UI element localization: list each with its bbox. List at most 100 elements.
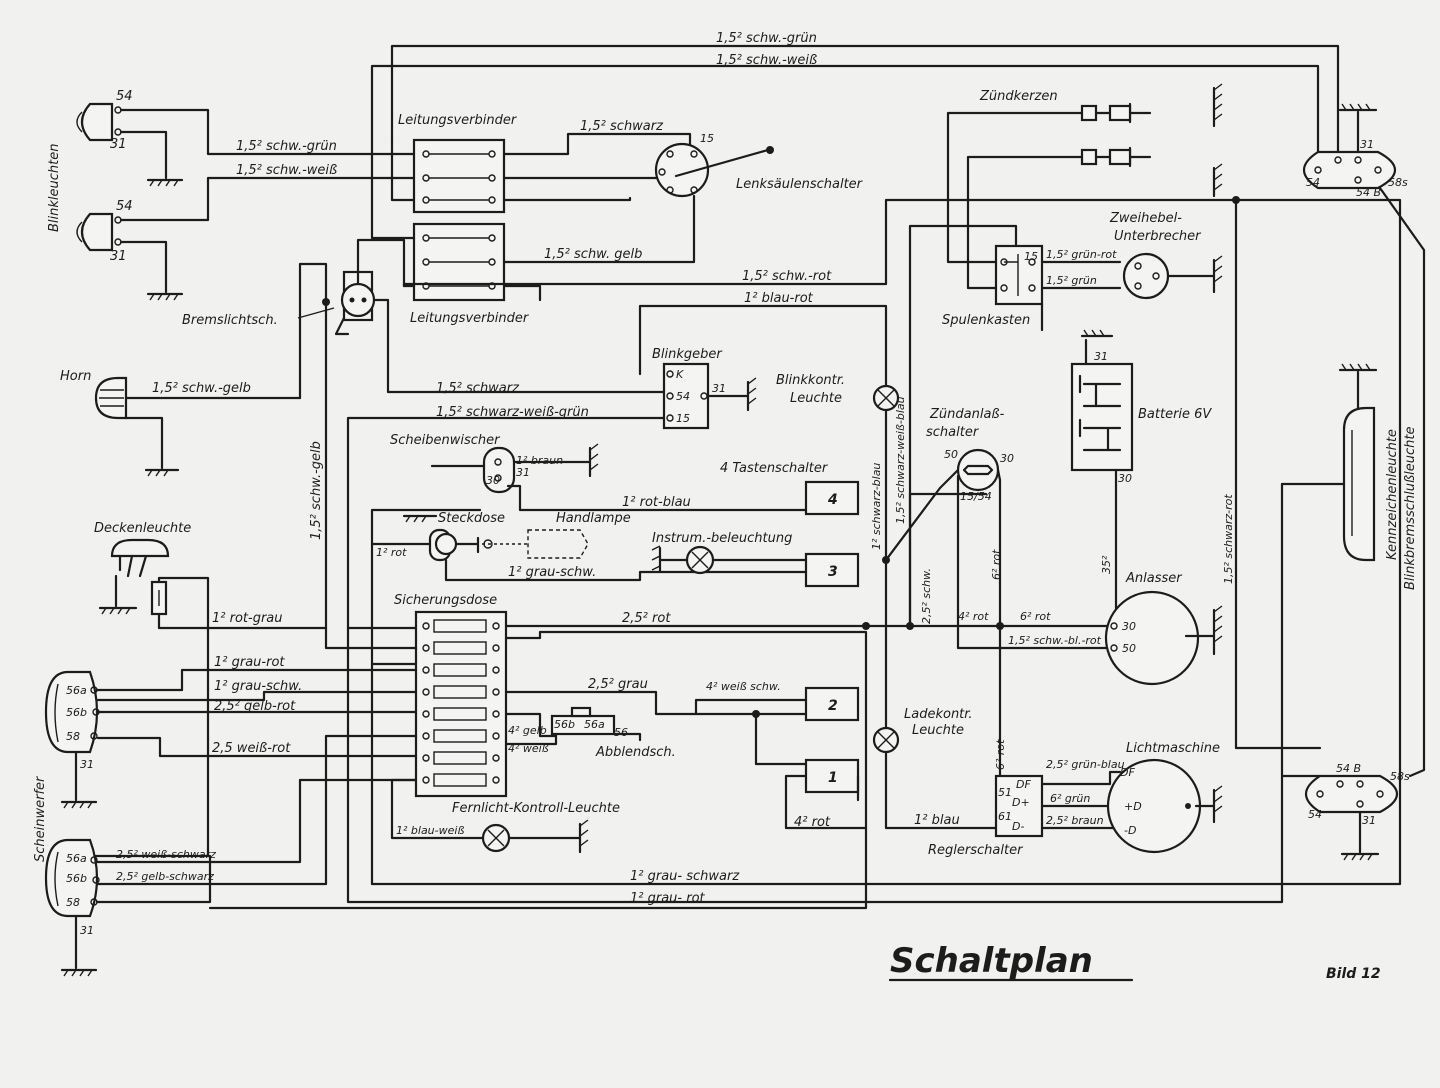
terminal-56b: 56b [66,706,87,719]
reglerschalter [994,774,1044,838]
label-wire-4-rot: 4² rot [794,815,831,830]
terminal-30: 30 [1000,452,1014,465]
label-sicherungsdose: Sicherungsdose [394,593,497,608]
label-leitungsverbinder-top: Leitungsverbinder [398,113,518,128]
label-wire-schw-gelb-top: 1,5² schw. gelb [544,247,642,262]
terminal-51: 51 [998,786,1012,799]
terminal-31-lower: 31 [110,249,127,264]
terminal-30-bat: 30 [1118,472,1132,485]
zuendkerze-1 [1080,102,1152,124]
blinkbremsschlussleuchte-lower [1304,774,1399,814]
label-leitungsverbinder-bottom: Leitungsverbinder [410,311,530,326]
label-batterie: Batterie 6V [1138,407,1212,422]
terminal-30-an: 30 [1122,620,1136,633]
label-wire-rot-grau: 1² rot-grau [212,611,283,626]
label-wire-blau-weiss: 1² blau-weiß [396,824,464,837]
terminal-Dplus-lima: +D [1124,800,1142,813]
lichtmaschine [1106,758,1223,854]
label-wire-6-rot-b: 6² rot [1020,610,1051,623]
label-wire-grau-schwarz: 1² grau- schwarz [630,869,740,884]
figure-number: Bild 12 [1326,966,1381,982]
zuendkerze-2 [1080,146,1152,168]
tastenschalter-4 [804,480,860,516]
label-wire-blink-2: 1,5² schw.-weiß [236,163,337,178]
label-handlampe: Handlampe [556,511,631,526]
label-horn: Horn [60,369,91,384]
label-anlasser: Anlasser [1125,571,1183,586]
label-wire-blink-1: 1,5² schw.-grün [236,139,337,154]
unterbrecher [1122,252,1170,300]
label-wire-blau: 1² blau [914,813,960,828]
blinkleuchte-upper [76,102,122,142]
terminal-31-hl: 31 [80,758,94,771]
label-zweihebel: Zweihebel- [1109,211,1182,226]
label-wire-25-schw: 2,5² schw. [920,568,933,624]
label-wire-grau-schw: 1² grau-schw. [214,679,302,694]
label-lichtmaschine: Lichtmaschine [1126,741,1220,756]
label-wire-rot-blau: 1² rot-blau [622,495,691,510]
horn [94,376,128,420]
steckdose [402,514,480,562]
scheinwerfer-lower [44,838,100,918]
label-zuendanlass: Zündanlaß- [929,407,1005,422]
terminal-56b-sw: 56b [554,718,575,731]
blinkbremsschlussleuchte-upper [1302,150,1397,190]
fuse-row [422,619,500,787]
label-wire-6-gruen: 6² grün [1050,792,1090,805]
label-instrum: Instrum.-beleuchtung [652,531,792,546]
label-deckenleuchte: Deckenleuchte [94,521,191,536]
label-scheibenwischer: Scheibenwischer [390,433,501,448]
terminal-58s-rear2: 58s [1390,770,1410,783]
label-wire-4-rot-b: 4² rot [958,610,989,623]
terminal-56a-sw: 56a [584,718,605,731]
label-wire-weiss-schwarz: 2,5² weiß-schwarz [116,848,216,861]
label-steckdose: Steckdose [438,511,505,526]
label-wire-4-weiss: 4² weiß [508,742,549,755]
bremslichtschalter [334,270,376,336]
terminal-54-rear2: 54 [1308,808,1322,821]
label-wire-top-1: 1,5² schw.-grün [716,31,817,46]
label-wire-gruen-rot: 1,5² grün-rot [1046,248,1117,261]
blinkleuchte-lower [76,212,122,252]
fernlichtkontrollleuchte [481,823,511,853]
label-wire-4-gelb: 4² gelb [508,724,547,737]
label-wire-gelb-rot: 2,5² gelb-rot [214,699,296,714]
terminal-1554: 15/54 [960,490,992,503]
terminal-Dplus: D+ [1012,796,1030,809]
label-kennzeichen: Kennzeichenleuchte [1385,429,1400,560]
terminal-54b-rear: 54 B [1356,186,1381,199]
terminal-56a-lower: 56a [66,852,87,865]
label-blinkleuchten: Blinkleuchten [47,144,62,232]
deckenleuchte [98,538,170,616]
sicherungsdose [414,610,508,798]
label-ladekontr-leuchte: Leuchte [912,723,964,738]
label-wire-6-rot-a: 6² rot [990,549,1003,580]
wire-top-schw-gruen [390,44,1340,154]
terminal-Dminus-lima: -D [1124,824,1136,837]
label-wire-grau-schw-steck: 1² grau-schw. [508,565,596,580]
zuendanlassschalter [956,448,1000,492]
terminal-58s-rear: 58s [1388,176,1408,189]
label-wire-schw-rot: 1,5² schw.-rot [742,269,832,284]
label-wire-schwarz-top: 1,5² schwarz [580,119,664,134]
terminal-56b-lower: 56b [66,872,87,885]
label-wire-35: 35² [1100,555,1113,574]
tastenschalter-2 [804,686,860,722]
terminal-spule-15: 15 [1024,250,1038,263]
terminal-31-rear: 31 [1360,138,1374,151]
label-wire-schw-bl-rot: 1,5² schw.-bl.-rot [1008,634,1102,647]
instrumentenbeleuchtung [685,545,715,575]
label-wire-schwarz-weiss-blau: 1,5² schwarz-weiß-blau [894,396,907,524]
terminal-56-sw: 56 [614,726,628,739]
label-wire-schwarz-rot-vert: 1,5² schwarz-rot [1222,494,1235,584]
label-tastenschalter: 4 Tastenschalter [720,461,829,476]
label-abblendsch: Abblendsch. [595,745,676,760]
ladekontrollleuchte [872,726,900,754]
terminal-54-lower: 54 [116,199,133,214]
label-wire-braun-25: 2,5² braun [1046,814,1104,827]
label-scheinwerfer: Scheinwerfer [33,775,48,862]
label-wire-gruen-blau: 2,5² grün-blau [1046,758,1125,771]
terminal-58-lower: 58 [66,896,80,909]
